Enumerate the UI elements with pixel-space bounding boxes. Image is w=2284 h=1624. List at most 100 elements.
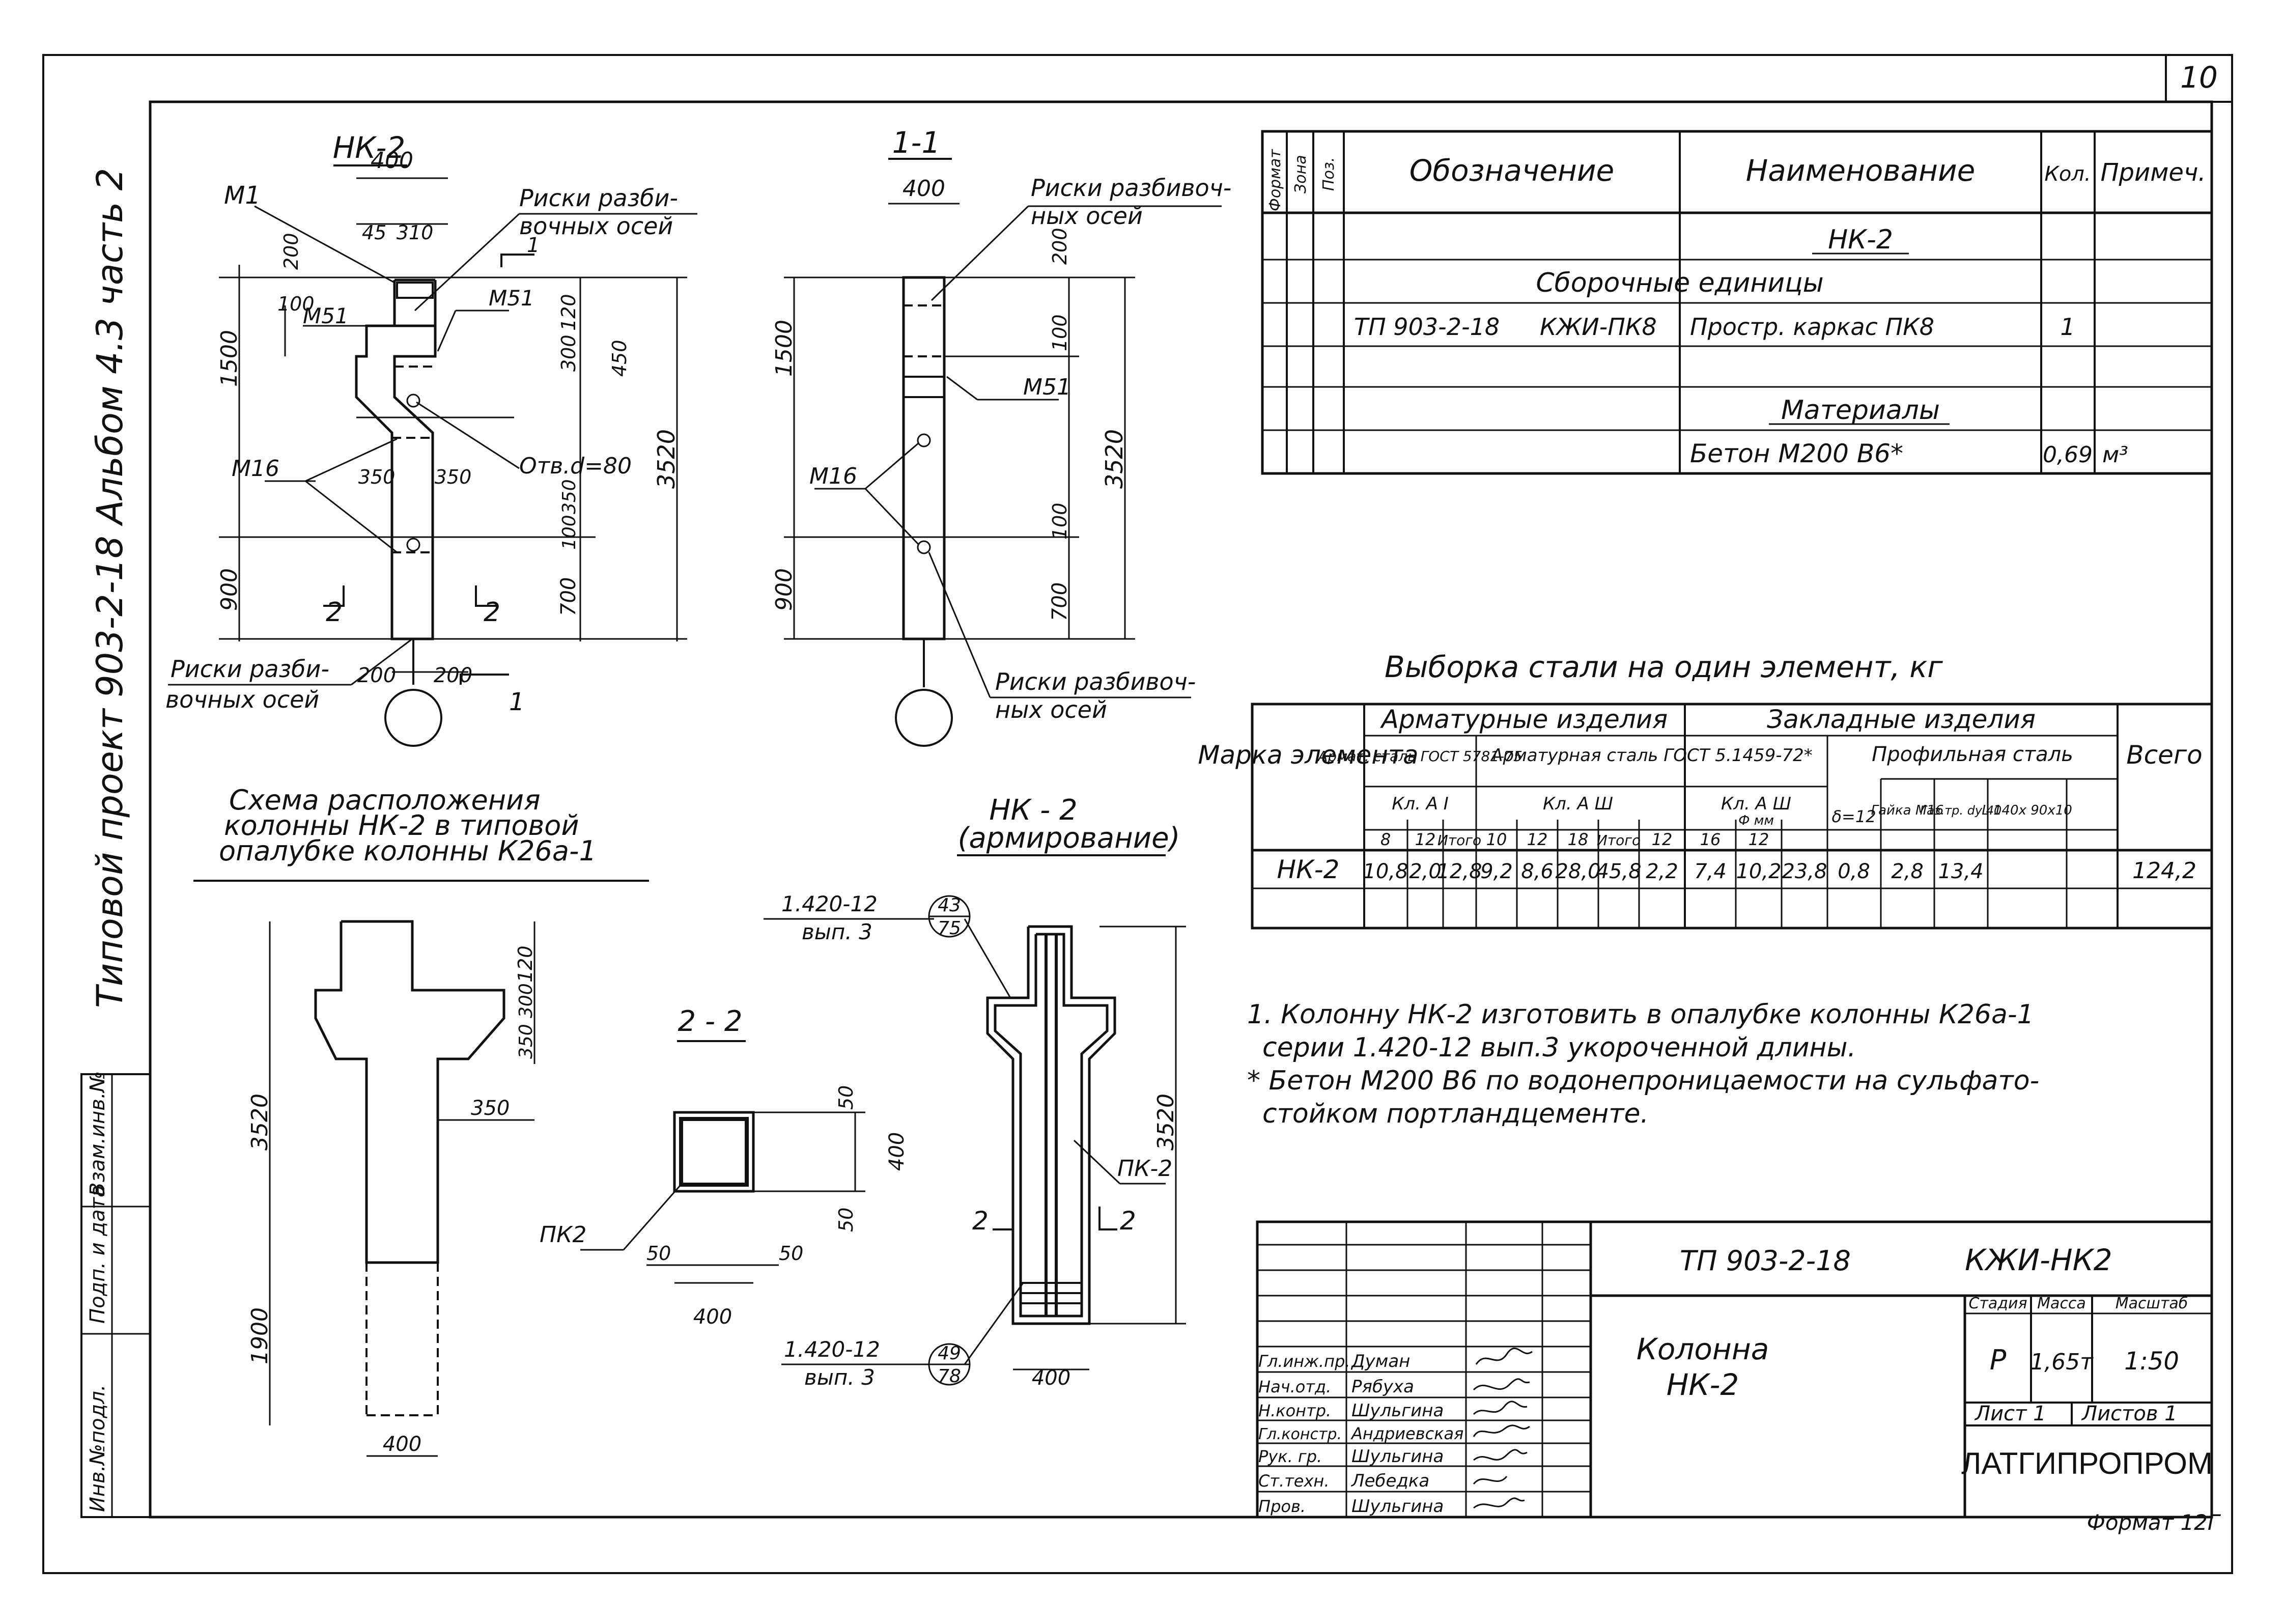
steel-h-d12: δ=12 (1831, 807, 1876, 826)
tb-code: ТП 903-2-18 (1680, 1245, 1851, 1277)
nk2-dim-350a: 350 (358, 466, 396, 488)
steel-v7: 2,2 (1646, 860, 1678, 883)
sheet-number: 10 (2180, 60, 2218, 95)
nk2-label-hole: Отв.d=80 (519, 453, 632, 479)
tb-role-5: Ст.техн. (1258, 1471, 1330, 1491)
steel-v13: 13,4 (1938, 860, 1983, 883)
tb-mass: 1,65т (2030, 1349, 2094, 1375)
steel-h-emb: Закладные изделия (1767, 705, 2036, 734)
scheme-title-2: колонны НК-2 в типовой (224, 809, 579, 842)
s11-risks-bot-1: Риски разбивоч- (995, 668, 1196, 695)
arm-label-pk2: ПК-2 (1117, 1156, 1172, 1182)
steel-c-12: 12 (1415, 830, 1436, 849)
tb-sheet: Лист 1 (1974, 1402, 2046, 1425)
s11-risks-top-1: Риски разбивоч- (1031, 174, 1231, 202)
nk2-label-m51b: М51 (489, 286, 534, 311)
note-2a: * Бетон М200 В6 по водонепроницаемости н… (1247, 1066, 2039, 1096)
nk2-dim-120: 120 (557, 294, 580, 331)
nk2-sec2a: 2 (326, 597, 343, 628)
arm-ref-top-c1: 43 (938, 895, 961, 916)
spec-row3-code: ТП 903-2-18 (1354, 313, 1500, 341)
margin-sign-label: Подп. и дата (86, 1185, 109, 1324)
nk2-dim-450: 450 (608, 340, 631, 377)
tb-name-1: Рябуха (1351, 1377, 1414, 1397)
steel-c-10: 10 (1486, 830, 1507, 849)
section-1-1-title: 1-1 (892, 125, 941, 160)
spec-table: Формат Зона Поз. Обозначение Наименовани… (1261, 130, 2213, 475)
steel-v2: 12,8 (1436, 860, 1482, 883)
s22-dim-400: 400 (693, 1305, 732, 1329)
arm-sec2b: 2 (1120, 1206, 1136, 1236)
s11-dim-400: 400 (903, 176, 945, 202)
s22-dim-50a: 50 (646, 1242, 671, 1265)
spec-row2-name: Сборочные единицы (1536, 268, 1823, 298)
tb-name-6: Шульгина (1351, 1496, 1444, 1517)
steel-c-18: 18 (1568, 830, 1589, 849)
steel-v0: 10,8 (1363, 860, 1408, 883)
steel-h-cl-a3b: Кл. А Ш (1721, 794, 1791, 814)
steel-v11: 0,8 (1838, 860, 1870, 883)
arm-ref-bot-2: вып. 3 (804, 1365, 875, 1390)
s11-risks-top-2: ных осей (1031, 202, 1143, 230)
steel-h-arm-a: Армат. сталь ГОСТ 5781-75 (1317, 748, 1522, 765)
spec-row1-name: НК-2 (1828, 225, 1893, 255)
steel-h-nut: Гайка М16 (1871, 803, 1944, 818)
section-2-2-outline (673, 1111, 755, 1193)
tb-name-2: Шульгина (1351, 1401, 1444, 1421)
s11-label-m51: М51 (1023, 374, 1071, 400)
nk2-sec2b: 2 (484, 597, 500, 628)
steel-h-cl-a1: Кл. А I (1392, 794, 1449, 814)
tb-title-1: Колонна (1637, 1332, 1769, 1366)
arm-outline (986, 925, 1116, 1325)
tb-sheets: Листов 1 (2081, 1402, 2178, 1425)
spec-row3-code2: КЖИ-ПК8 (1540, 313, 1657, 341)
steel-h-pipe: Газ.тр. dу 40 (1920, 803, 2002, 818)
steel-table: Выборка стали на один элемент, кг Марка … (1198, 650, 2213, 930)
s22-dim-50b: 50 (779, 1242, 803, 1265)
steel-v3: 9,2 (1480, 860, 1513, 883)
tb-name-3: Андриевская (1350, 1424, 1463, 1443)
margin-stamp: Инв.№подл. Подп. и дата Взам.инв.№ (80, 1071, 151, 1518)
nk2-dim-900: 900 (216, 568, 242, 611)
nk2-dim-3520: 3520 (653, 429, 680, 489)
s11-label-m16: М16 (809, 463, 857, 489)
spec-h-format: Формат (1266, 149, 1284, 211)
nk2-view-title: НК-2 (333, 130, 406, 165)
sheet-number-box (2165, 54, 2233, 103)
arm-ref-top-c2: 75 (938, 918, 961, 939)
scheme-dim-300: 300 (516, 983, 537, 1018)
s22-dim-400b: 400 (885, 1132, 909, 1171)
signatures-icon (1473, 1348, 1533, 1509)
nk2-reinforcement: НК - 2 (армирование) 3520 400 1.420-12 в… (764, 794, 1186, 1390)
tb-format: Формат 12Г (2087, 1510, 2221, 1535)
steel-h-arm-b: Арматурная сталь ГОСТ 5.1459-72* (1490, 745, 1813, 766)
nk2-dim-400: 400 (371, 148, 413, 174)
title-block: ТП 903-2-18 КЖИ-НК2 Колонна НК-2 Стадия … (1256, 1220, 2221, 1535)
s22-label-pk2: ПК2 (540, 1222, 586, 1248)
spec-h-qty: Кол. (2044, 162, 2091, 186)
spec-row3-name: Простр. каркас ПК8 (1690, 313, 1934, 341)
steel-v9: 10,2 (1736, 860, 1781, 883)
margin-project-label: Типовой проект 903-2-18 Альбом 4.3 часть… (89, 168, 131, 1008)
spec-h-pos: Поз. (1320, 157, 1338, 191)
s11-dim-100: 100 (1049, 314, 1071, 351)
nk2-dim-1500: 1500 (216, 330, 242, 387)
scheme-title-3: опалубке колонны К26а-1 (219, 835, 597, 867)
nk2-outline (355, 280, 437, 640)
spec-row6-name: Бетон М200 В6* (1690, 439, 1903, 468)
note-1b: серии 1.420-12 вып.3 укороченной длины. (1262, 1032, 1856, 1063)
nk2-label-m16: М16 (232, 456, 279, 482)
arm-title-1: НК - 2 (989, 794, 1077, 827)
scheme-title-1: Схема расположения (229, 784, 541, 816)
nk2-dim-300: 300 (557, 334, 580, 372)
steel-h-arm: Арматурные изделия (1380, 705, 1668, 734)
arm-dim-3520: 3520 (1153, 1094, 1179, 1151)
nk2-dim-310: 310 (397, 221, 434, 244)
steel-c-16: 16 (1700, 830, 1721, 849)
spec-h-note: Примеч. (2100, 158, 2206, 187)
section-2-2-title: 2 - 2 (678, 1005, 742, 1038)
nk2-dim-45: 45 (362, 221, 386, 244)
steel-h-total: Всего (2126, 740, 2202, 770)
margin-inv-label: Инв.№подл. (86, 1384, 109, 1512)
nk2-dim-200: 200 (280, 233, 302, 270)
